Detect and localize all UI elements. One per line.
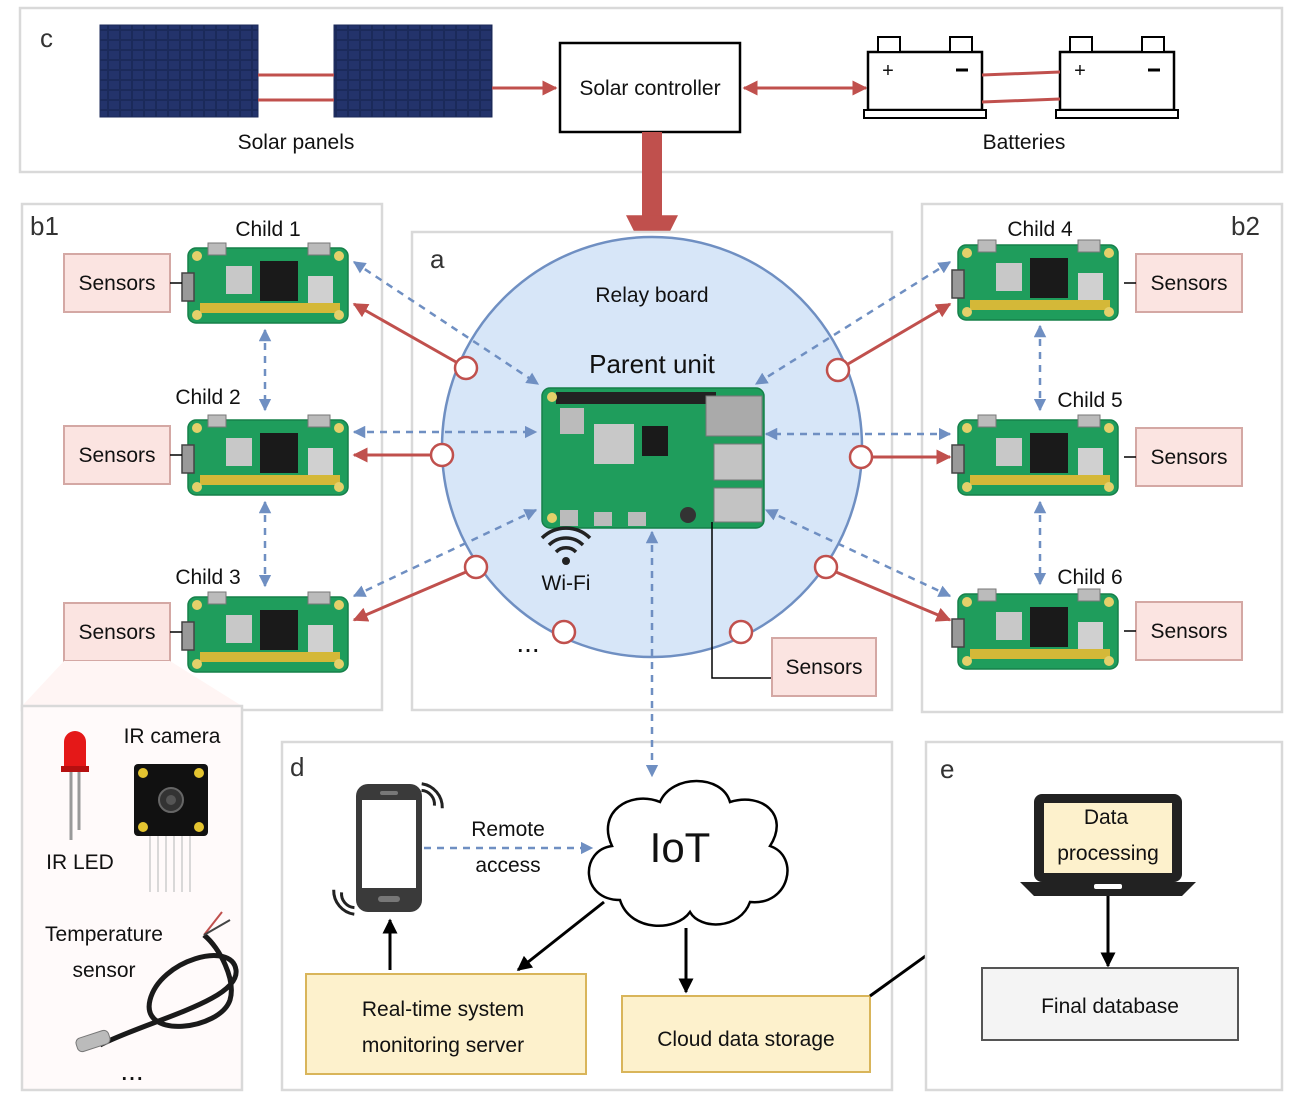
remote-access-line2: access <box>475 854 540 877</box>
child-1-sensors-box <box>63 253 171 313</box>
parent-child6-comm <box>764 508 952 598</box>
monitoring-server-box <box>305 973 587 1075</box>
temperature-label-line2: sensor <box>72 959 135 982</box>
battery-icon: + <box>1055 36 1179 119</box>
cloud-storage-label: Cloud data storage <box>657 1028 834 1051</box>
panel-label-d: d <box>290 752 304 782</box>
parent-child1-comm <box>352 260 540 386</box>
child-3-sensors-label: Sensors <box>78 621 155 644</box>
parent-unit-label: Parent unit <box>589 349 716 379</box>
battery-icon: + <box>863 36 987 119</box>
remote-access-line1: Remote <box>471 818 545 841</box>
child-6-board <box>951 588 1119 670</box>
child-4-sensors-label: Sensors <box>1150 272 1227 295</box>
solar-panel-1 <box>99 24 259 118</box>
panel-label-e: e <box>940 754 954 784</box>
iot-to-monitoring-arrow <box>516 900 605 972</box>
relay-board-label: Relay board <box>595 284 708 307</box>
battery-link-top <box>981 70 1061 77</box>
ir-camera-icon <box>134 764 208 892</box>
child-5-label: Child 5 <box>1057 389 1122 412</box>
child-5-board <box>951 414 1119 496</box>
solar-panels-label: Solar panels <box>238 131 355 154</box>
child-6-label: Child 6 <box>1057 566 1122 589</box>
smartphone-icon <box>332 782 444 916</box>
relay-port <box>551 619 577 645</box>
child-2-board <box>181 414 349 496</box>
child-4-sensors-box <box>1135 253 1243 313</box>
child-5-sensors-label: Sensors <box>1150 446 1227 469</box>
panel-label-a: a <box>430 244 445 274</box>
data-processing-line1: Data <box>1084 806 1129 829</box>
relay-port <box>463 554 489 580</box>
batteries-label: Batteries <box>983 131 1066 154</box>
relay-port <box>813 554 839 580</box>
more-relays-ellipsis: ... <box>516 627 539 658</box>
child-4-board <box>951 239 1119 321</box>
child-3-board <box>181 591 349 673</box>
battery-link-bottom <box>981 97 1061 104</box>
child-6-sensors-label: Sensors <box>1150 620 1227 643</box>
child-2-label: Child 2 <box>175 386 240 409</box>
temperature-sensor-icon <box>75 911 239 1053</box>
solar-panel-2 <box>333 24 493 118</box>
laptop-icon <box>1020 794 1196 896</box>
relay-port <box>825 357 851 383</box>
panel-label-c: c <box>40 23 53 53</box>
relay-port <box>429 442 455 468</box>
wifi-icon <box>540 526 592 565</box>
child-3-sensors-box <box>63 602 171 662</box>
parent-sensors-label: Sensors <box>785 656 862 679</box>
panel-label-b1: b1 <box>30 211 59 241</box>
raspberry-pi-parent <box>541 387 765 529</box>
wifi-label: Wi-Fi <box>542 572 591 595</box>
more-sensors-ellipsis: ... <box>120 1055 143 1086</box>
relay-port <box>453 355 479 381</box>
ir-led-icon <box>61 731 89 840</box>
parent-sensor-wire <box>711 522 772 679</box>
plus-icon: + <box>882 60 894 82</box>
ir-camera-label: IR camera <box>124 725 221 748</box>
ir-led-label: IR LED <box>46 851 114 874</box>
relay-port <box>848 444 874 470</box>
cloud-storage-box <box>621 995 871 1073</box>
child-1-sensors-label: Sensors <box>78 272 155 295</box>
child-2-sensors-label: Sensors <box>78 444 155 467</box>
temperature-label-line1: Temperature <box>45 923 163 946</box>
solar-controller-label: Solar controller <box>579 77 720 100</box>
plus-icon: + <box>1074 60 1086 82</box>
iot-label: IoT <box>650 824 711 871</box>
child-6-sensors-box <box>1135 601 1243 661</box>
child-1-label: Child 1 <box>235 218 300 241</box>
parent-sensors-box <box>771 637 877 697</box>
child-1-board <box>181 242 349 324</box>
panel-label-b2: b2 <box>1231 211 1260 241</box>
data-processing-line2: processing <box>1057 842 1159 865</box>
solar-controller-box <box>558 41 742 134</box>
child-4-label: Child 4 <box>1007 218 1073 241</box>
child-5-sensors-box <box>1135 427 1243 487</box>
child-2-sensors-box <box>63 425 171 485</box>
monitoring-server-line2: monitoring server <box>362 1034 524 1057</box>
final-database-label: Final database <box>1041 995 1179 1018</box>
iot-cloud-icon <box>587 779 789 927</box>
child-3-label: Child 3 <box>175 566 240 589</box>
relay-port <box>728 619 754 645</box>
monitoring-server-line1: Real-time system <box>362 998 524 1021</box>
final-database-box <box>981 967 1239 1041</box>
